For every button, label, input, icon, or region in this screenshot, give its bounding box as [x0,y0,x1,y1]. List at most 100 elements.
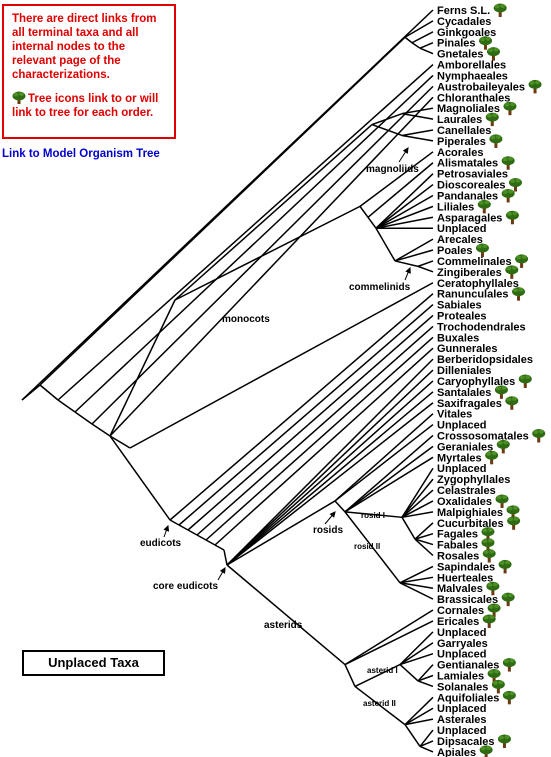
tree-icon[interactable] [507,516,521,530]
taxon-label[interactable]: Unplaced [437,463,487,475]
taxon-label[interactable]: Gunnerales [437,343,498,355]
taxon-label[interactable]: Gnetales [437,49,483,61]
taxon-label[interactable]: Geraniales [437,441,493,453]
tree-icon[interactable] [501,188,515,203]
taxon-label[interactable]: Rosales [437,551,479,563]
taxon-label[interactable]: Solanales [437,681,488,693]
taxon-label[interactable]: Proteales [437,310,487,322]
taxon-label[interactable]: Cucurbitales [437,518,504,530]
tree-icon[interactable] [503,101,517,116]
tree-icon[interactable] [502,658,516,672]
tree-icon[interactable] [501,592,515,607]
taxon-label[interactable]: Cornales [437,605,484,617]
taxon-label[interactable]: Lamiales [437,671,484,683]
taxon-label[interactable]: Ceratophyllales [437,278,519,290]
taxon-label[interactable]: Fagales [437,529,478,541]
taxon-label[interactable]: Trochodendrales [437,321,526,333]
taxon-label[interactable]: Berberidopsidales [437,354,533,366]
taxon-label[interactable]: Malvales [437,583,483,595]
taxon-label[interactable]: Poales [437,245,472,257]
clade-asterids[interactable]: asterids [264,620,303,631]
taxon-label[interactable]: Piperales [437,136,486,148]
taxon-label[interactable]: Cycadales [437,16,491,28]
taxon-label[interactable]: Dilleniales [437,365,491,377]
tree-icon[interactable] [512,287,526,301]
tree-icon[interactable] [532,428,546,443]
tree-icon[interactable] [518,374,532,388]
taxon-label[interactable]: Brassicales [437,594,498,606]
clade-monocots[interactable]: monocots [222,314,270,325]
taxon-label[interactable]: Acorales [437,147,483,159]
taxon-label[interactable]: Santalales [437,387,491,399]
taxon-label[interactable]: Amborellales [437,60,506,72]
taxon-label[interactable]: Petrosaviales [437,169,508,181]
tree-icon[interactable] [515,254,529,268]
taxon-label[interactable]: Oxalidales [437,496,492,508]
clade-eudicots[interactable]: eudicots [140,538,182,549]
taxon-label[interactable]: Unplaced [437,420,487,432]
taxon-label[interactable]: Canellales [437,125,491,137]
taxon-label[interactable]: Huerteales [437,572,493,584]
unplaced-taxa-button[interactable]: Unplaced Taxa [22,650,165,676]
taxon-label[interactable]: Celastrales [437,485,496,497]
taxon-label[interactable]: Unplaced [437,223,487,235]
tree-icon[interactable] [496,439,510,454]
clade-rosids[interactable]: rosids [313,525,343,536]
clade-asterid-II[interactable]: asterid II [363,699,396,708]
taxon-label[interactable]: Nymphaeales [437,70,508,82]
taxon-label[interactable]: Dipsacales [437,736,494,748]
tree-icon[interactable] [479,745,493,757]
taxon-label[interactable]: Arecales [437,234,483,246]
taxon-label[interactable]: Saxifragales [437,398,502,410]
taxon-label[interactable]: Aquifoliales [437,692,499,704]
clade-commelinids[interactable]: commelinids [349,282,411,293]
clade-asterid-I[interactable]: asterid I [367,666,398,675]
taxon-label[interactable]: Unplaced [437,649,487,661]
clade-magnoliids[interactable]: magnoliids [366,164,419,175]
tree-icon[interactable] [493,3,507,18]
taxon-label[interactable]: Ranunculales [437,289,509,301]
tree-icon[interactable] [528,79,542,94]
tree-icon[interactable] [485,450,499,465]
taxon-label[interactable]: Magnoliales [437,103,500,115]
taxon-label[interactable]: Crossosomatales [437,430,529,442]
taxon-label[interactable]: Chloranthales [437,92,510,104]
taxon-label[interactable]: Ferns S.L. [437,5,490,17]
taxon-label[interactable]: Asterales [437,714,487,726]
taxon-label[interactable]: Myrtales [437,452,482,464]
taxon-label[interactable]: Buxales [437,332,479,344]
taxon-label[interactable]: Malpighiales [437,507,503,519]
tree-icon[interactable] [489,134,503,148]
taxon-label[interactable]: Fabales [437,540,478,552]
clade-core-eudicots[interactable]: core eudicots [153,581,218,592]
taxon-label[interactable]: Unplaced [437,703,487,715]
taxon-label[interactable]: Ginkgoales [437,27,496,39]
taxon-label[interactable]: Commelinales [437,256,512,268]
tree-icon[interactable] [505,396,519,410]
taxon-label[interactable]: Caryophyllales [437,376,515,388]
taxon-label[interactable]: Asparagales [437,212,502,224]
tree-icon[interactable] [497,734,511,748]
taxon-label[interactable]: Austrobaileyales [437,81,525,93]
taxon-label[interactable]: Zygophyllales [437,474,510,486]
tree-icon[interactable] [498,559,512,574]
taxon-label[interactable]: Sapindales [437,561,495,573]
taxon-label[interactable]: Liliales [437,201,474,213]
tree-icon[interactable] [505,210,519,225]
taxon-label[interactable]: Zingiberales [437,267,502,279]
taxon-label[interactable]: Pandanales [437,190,498,202]
taxon-label[interactable]: Apiales [437,747,476,757]
taxon-label[interactable]: Unplaced [437,627,487,639]
taxon-label[interactable]: Alismatales [437,158,498,170]
taxon-label[interactable]: Sabiales [437,300,482,312]
taxon-label[interactable]: Unplaced [437,725,487,737]
tree-icon[interactable] [502,690,516,705]
taxon-label[interactable]: Dioscoreales [437,180,505,192]
taxon-label[interactable]: Gentianales [437,660,499,672]
taxon-label[interactable]: Ericales [437,616,479,628]
clade-rosid-I[interactable]: rosid I [361,511,385,520]
taxon-label[interactable]: Garryales [437,638,488,650]
taxon-label[interactable]: Laurales [437,114,482,126]
taxon-label[interactable]: Pinales [437,38,476,50]
clade-rosid-II[interactable]: rosid II [354,542,380,551]
